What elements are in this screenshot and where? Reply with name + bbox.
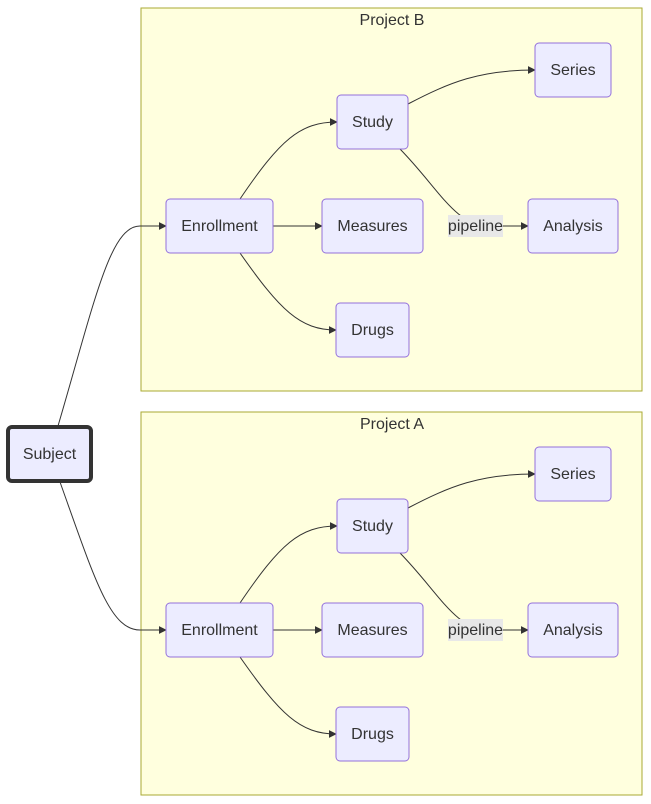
edge-a-study-to-series xyxy=(407,470,536,509)
node-b-measures-label: Measures xyxy=(337,218,407,235)
node-subject-label: Subject xyxy=(23,446,77,463)
node-a-drugs-label: Drugs xyxy=(351,726,394,743)
node-b-study-box xyxy=(336,94,409,150)
node-b-study-label: Study xyxy=(352,114,393,131)
node-b-enrollment-box xyxy=(165,198,274,254)
edge-label-b-pipeline-text: pipeline xyxy=(448,218,503,235)
edge-a-enrollment-to-drugs xyxy=(239,656,337,738)
node-b-drugs-label: Drugs xyxy=(351,322,394,339)
node-b-series[interactable]: Series xyxy=(534,42,612,98)
node-a-study[interactable]: Study xyxy=(336,498,409,554)
edge-label-b-pipeline-bg xyxy=(448,215,503,237)
edge-b-enrollment-to-study xyxy=(239,118,338,200)
node-a-study-box xyxy=(336,498,409,554)
node-a-measures-box xyxy=(321,602,424,658)
node-subject[interactable]: Subject xyxy=(6,425,93,483)
node-a-measures[interactable]: Measures xyxy=(321,602,424,658)
node-b-study[interactable]: Study xyxy=(336,94,409,150)
node-a-study-label: Study xyxy=(352,518,393,535)
node-b-series-box xyxy=(534,42,612,98)
node-b-drugs-box xyxy=(335,302,410,358)
node-b-analysis-label: Analysis xyxy=(543,218,603,235)
node-a-series[interactable]: Series xyxy=(534,446,612,502)
node-a-enrollment[interactable]: Enrollment xyxy=(165,602,274,658)
edge-subject-to-enrollment-a xyxy=(59,481,167,634)
node-a-drugs[interactable]: Drugs xyxy=(335,706,410,762)
node-a-analysis-box xyxy=(527,602,619,658)
node-a-measures-label: Measures xyxy=(337,622,407,639)
node-a-enrollment-box xyxy=(165,602,274,658)
edge-label-a-pipeline-text: pipeline xyxy=(448,622,503,639)
edge-subject-to-enrollment-b xyxy=(57,222,167,427)
cluster-project-b-title: Project B xyxy=(360,12,425,29)
node-b-measures[interactable]: Measures xyxy=(321,198,424,254)
edge-label-a-pipeline-bg xyxy=(448,619,503,641)
edge-label-b-pipeline: pipeline xyxy=(448,215,503,237)
node-a-analysis[interactable]: Analysis xyxy=(527,602,619,658)
node-a-enrollment-label: Enrollment xyxy=(181,622,258,639)
node-b-drugs[interactable]: Drugs xyxy=(335,302,410,358)
edge-label-a-pipeline: pipeline xyxy=(448,619,503,641)
node-subject-box xyxy=(6,425,93,483)
node-b-measures-box xyxy=(321,198,424,254)
edge-b-study-to-series xyxy=(407,66,536,105)
node-a-analysis-label: Analysis xyxy=(543,622,603,639)
node-a-series-box xyxy=(534,446,612,502)
cluster-project-a-title: Project A xyxy=(360,416,424,433)
node-b-enrollment-label: Enrollment xyxy=(181,218,258,235)
edge-a-enrollment-to-study xyxy=(239,522,338,604)
node-a-series-label: Series xyxy=(550,466,595,483)
edge-b-enrollment-to-drugs xyxy=(239,252,337,334)
node-b-enrollment[interactable]: Enrollment xyxy=(165,198,274,254)
node-b-analysis[interactable]: Analysis xyxy=(527,198,619,254)
node-b-series-label: Series xyxy=(550,62,595,79)
node-b-analysis-box xyxy=(527,198,619,254)
node-a-drugs-box xyxy=(335,706,410,762)
